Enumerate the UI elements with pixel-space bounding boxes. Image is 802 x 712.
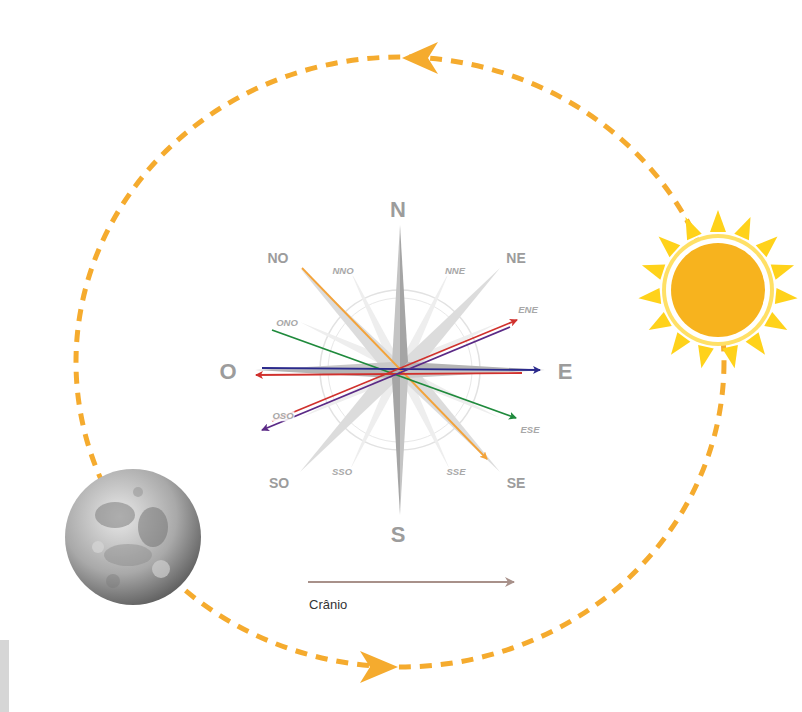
cardinal-label: S [391,524,406,546]
direction-label: ESE [519,425,540,435]
intercardinal-label: SO [269,476,289,490]
direction-label: ENE [517,305,539,315]
direction-label: NNE [444,266,466,276]
intercardinal-label: NE [506,251,525,265]
direction-label: SSO [331,467,353,477]
direction-label: ONO [275,318,299,328]
intercardinal-label: SE [507,476,526,490]
cardinal-label: O [219,361,236,383]
legend-text: Crânio [309,597,347,612]
cardinal-label: E [558,361,573,383]
direction-label: OSO [271,411,294,421]
direction-label: NNO [331,266,354,276]
direction-label: SSE [445,467,466,477]
cardinal-label: N [390,199,406,221]
intercardinal-label: NO [268,251,289,265]
legend-sample [308,581,514,583]
compass-rose [255,225,545,515]
direction-arrows [256,268,540,459]
